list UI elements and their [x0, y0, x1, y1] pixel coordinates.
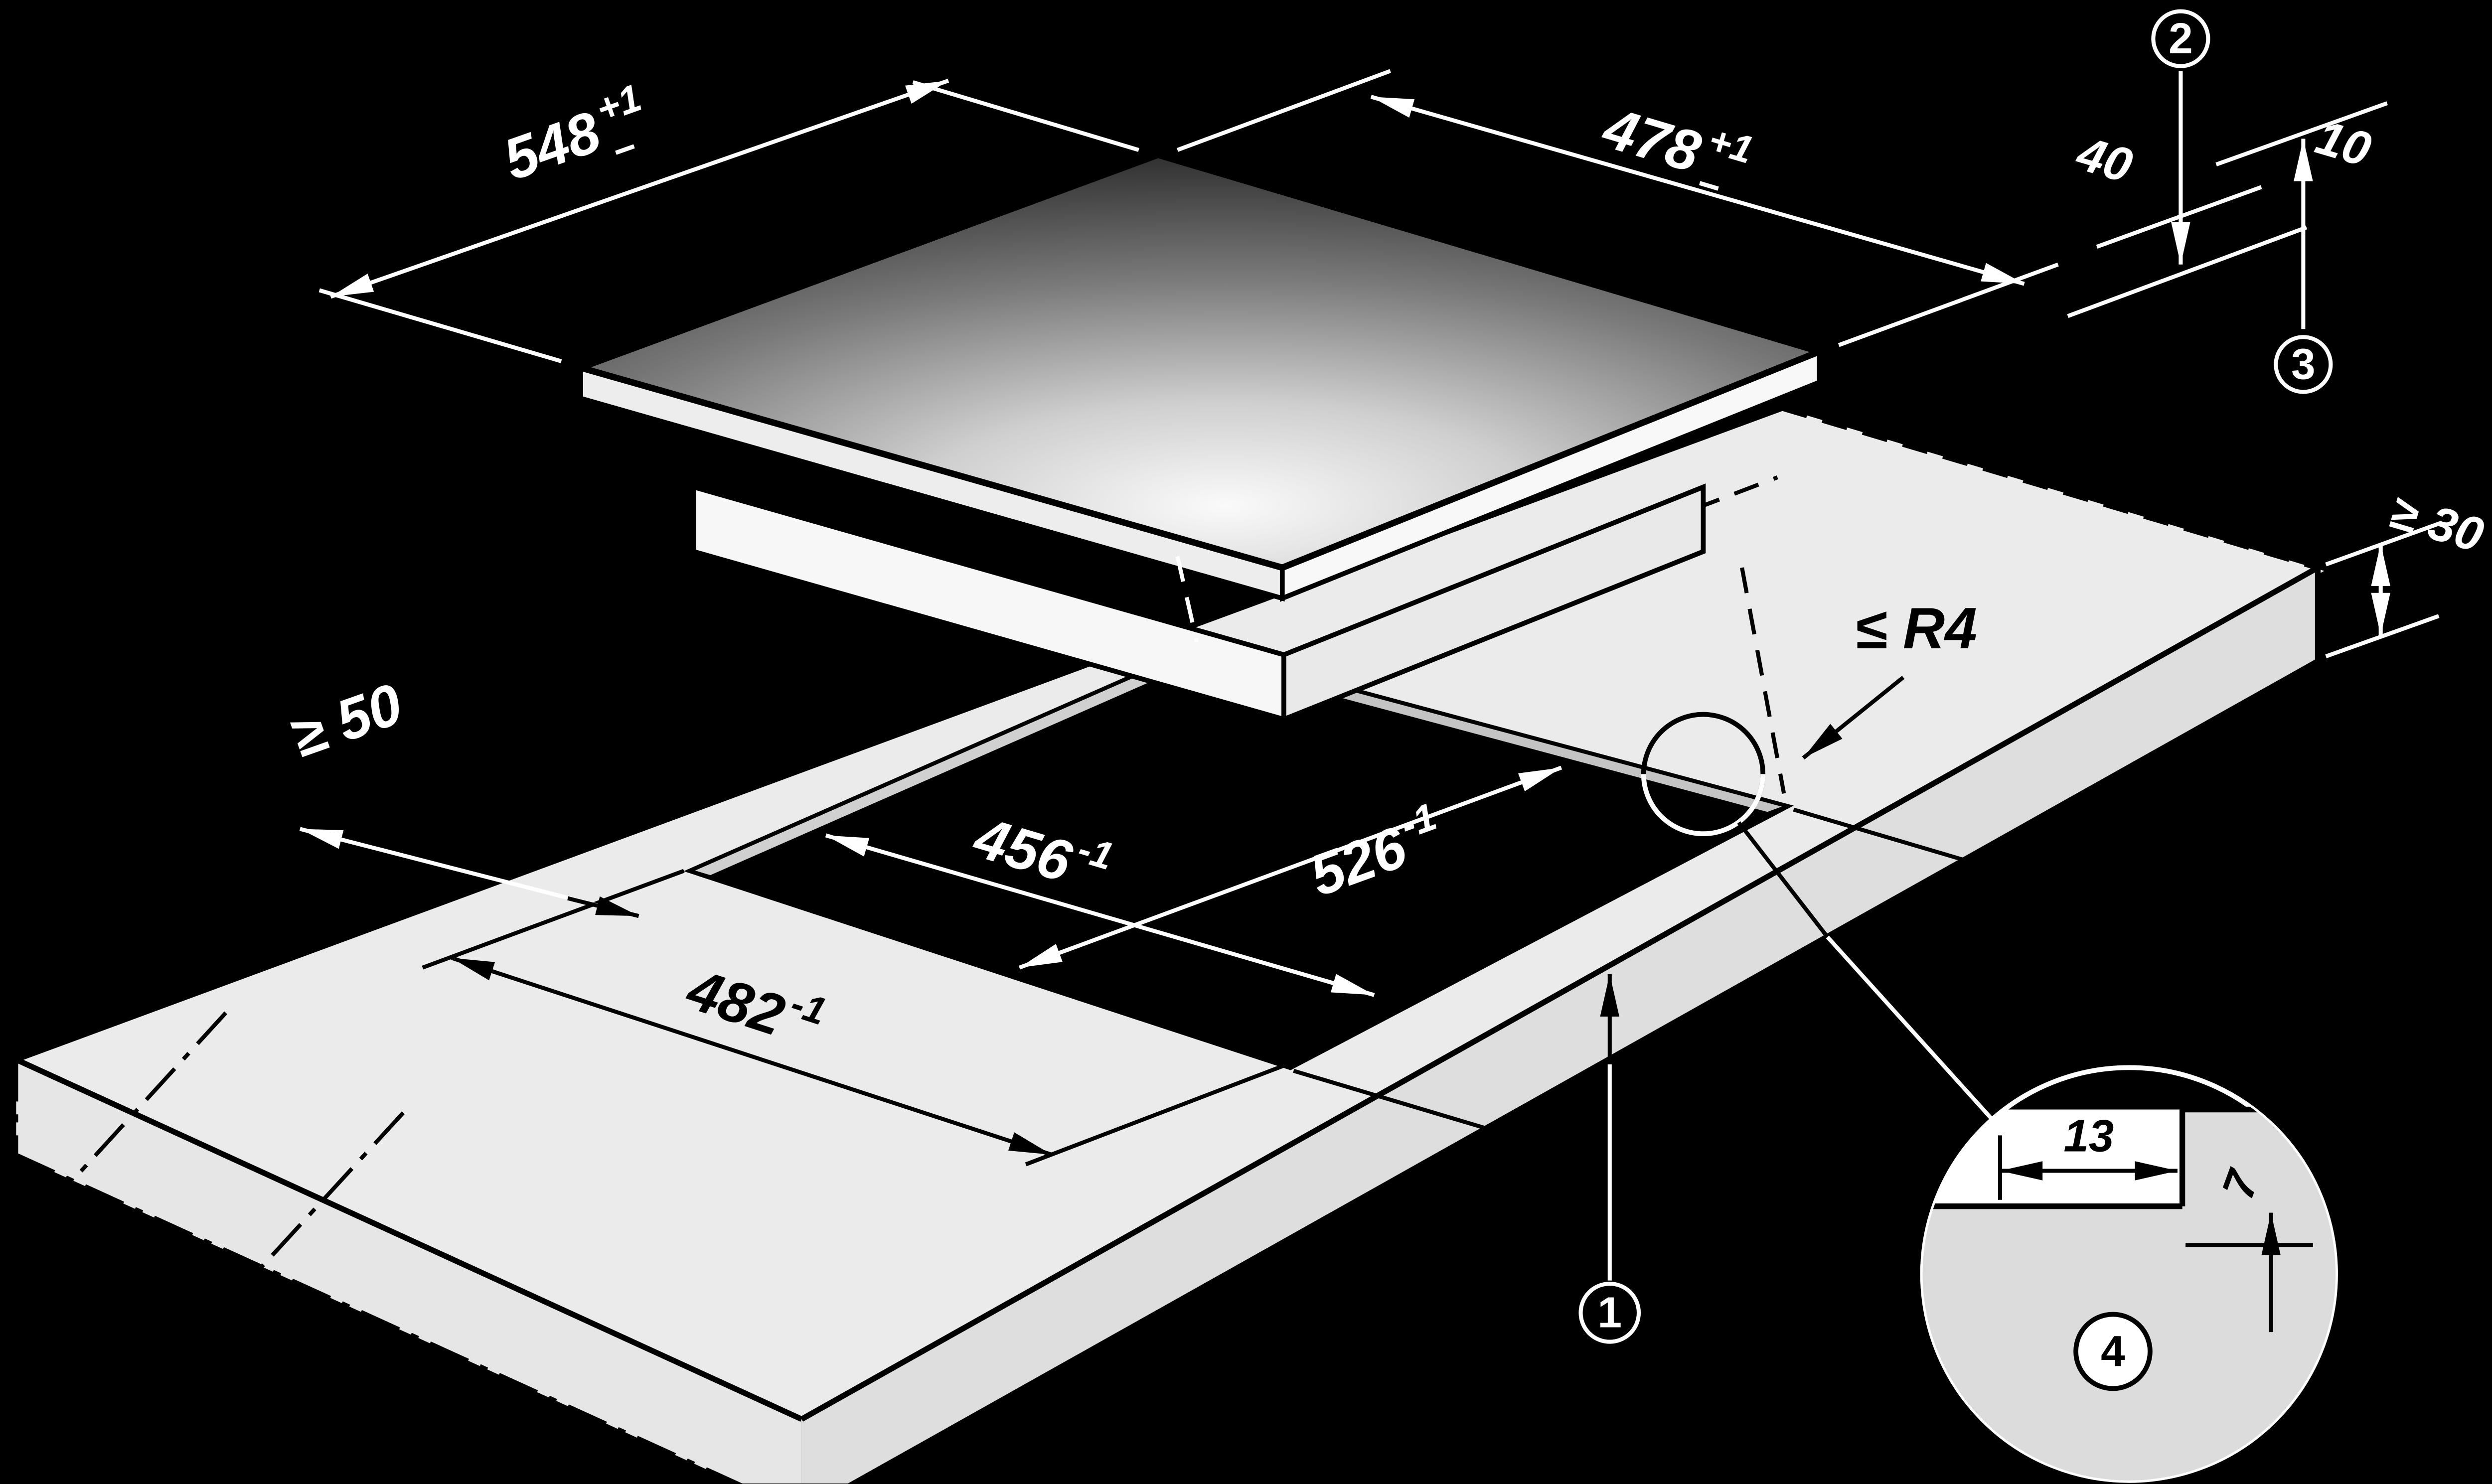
corner-radius-circle-light	[1641, 774, 1766, 836]
dim-478: 478+1−	[1177, 69, 2059, 347]
dim-ge30-ext-2	[2325, 614, 2440, 658]
detail-leader-light	[1826, 935, 1994, 1121]
projection-line-front	[1175, 556, 1199, 642]
break-mark-2	[127, 1111, 405, 1413]
dim-526-line	[1018, 765, 1562, 970]
break-mark-1	[17, 1011, 228, 1240]
r4-label: ≤ R4	[1855, 596, 1977, 661]
dim-552-ext-2	[1793, 807, 2252, 947]
callout-3-label: 3	[2291, 340, 2316, 389]
cooktop-base-right-face	[1281, 483, 1706, 723]
r4-arrow	[1802, 676, 1905, 760]
dim-10-tick	[2215, 101, 2388, 166]
dim-548-line	[330, 78, 949, 299]
dim-ge50-arrow-dark	[567, 896, 639, 918]
callout-1: 1	[1578, 974, 1641, 1344]
worktop-end-face	[16, 1059, 802, 1484]
dim-482-line	[451, 956, 1053, 1157]
dim-482-ext-2	[1025, 1062, 1288, 1167]
detail-content: 13 7 4	[1922, 1106, 2336, 1481]
dim-40-tick-bottom	[2067, 225, 2308, 318]
worktop-front-bottom-edge	[847, 658, 2320, 1484]
dim-548-ext-1	[318, 288, 562, 363]
worktop-break-edge-bottom	[15, 1153, 743, 1484]
dim-478-ext-1	[1177, 69, 1392, 152]
dim-478-line	[1370, 95, 2025, 286]
dim-482-ext-1	[422, 869, 685, 970]
callout-4-circle	[2073, 1312, 2153, 1391]
callout-2-label: 2	[2169, 14, 2193, 63]
detail-view: 13 7 4	[1826, 935, 2338, 1483]
worktop-left-top-edge	[15, 1057, 803, 1422]
detail-material	[1922, 1109, 2336, 1481]
worktop-back-right-edge	[1781, 405, 2319, 571]
dim-552-line	[1724, 933, 2224, 1202]
callout-3-circle	[2274, 335, 2333, 394]
callout-4-label: 4	[2101, 1327, 2125, 1375]
callout-1-circle	[1578, 1282, 1641, 1344]
dim-13-label: 13	[2064, 1111, 2114, 1162]
worktop-front-face	[801, 568, 2318, 1484]
dim-552-ext-1	[1293, 1068, 1759, 1212]
worktop-front-top-edge	[800, 565, 2320, 1422]
callout-1-label: 1	[1597, 1288, 1622, 1336]
dim-40-tick-top	[2096, 185, 2262, 249]
r4-callout: ≤ R4	[1641, 596, 1977, 938]
detail-leader-dark	[1737, 821, 1829, 938]
projection-line-right	[1740, 567, 1786, 794]
dim-548-ext-2	[912, 80, 1139, 152]
callout-2-circle	[2151, 9, 2210, 68]
